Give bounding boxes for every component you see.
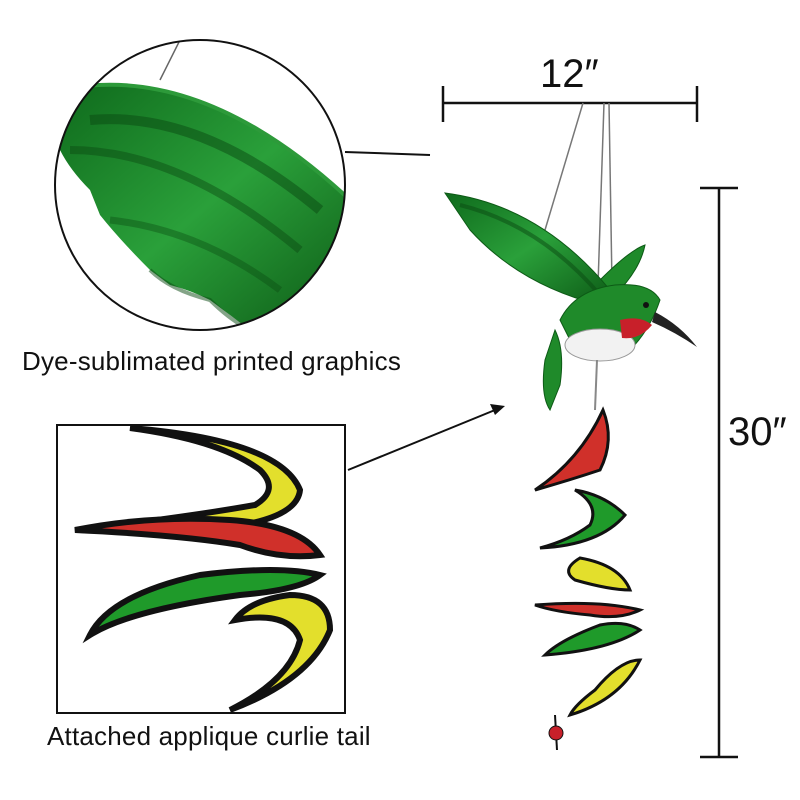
width-dimension-label: 12″ — [540, 52, 599, 96]
height-dimension — [700, 186, 738, 759]
hummingbird-spinner — [443, 102, 697, 751]
tail-callout-caption: Attached applique curlie tail — [47, 721, 371, 751]
wing-detail-circle — [54, 39, 431, 331]
width-dimension — [441, 86, 699, 122]
tail-detail-square — [56, 404, 505, 714]
height-dimension-label: 30″ — [728, 410, 787, 454]
wing-callout-caption: Dye-sublimated printed graphics — [22, 346, 402, 376]
